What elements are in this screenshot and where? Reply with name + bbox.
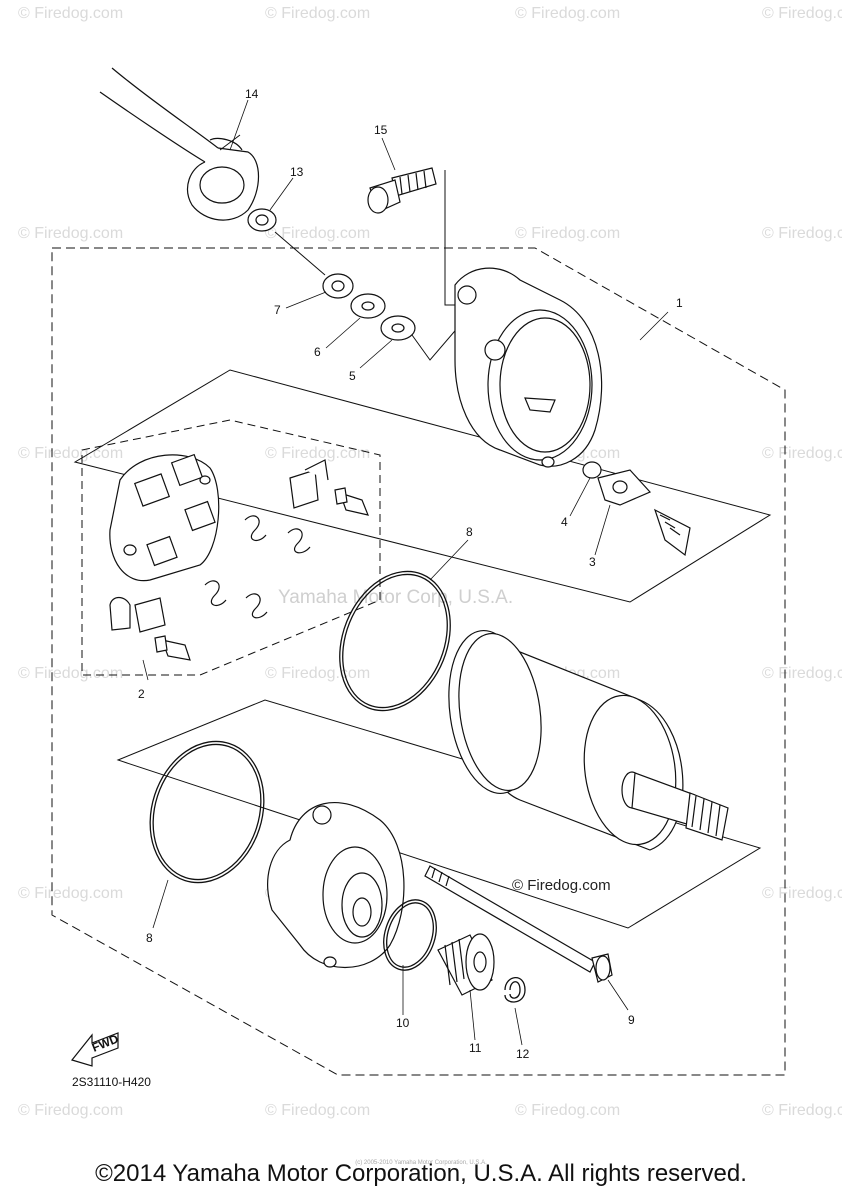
callout-14: 14 [245,87,259,101]
callout-2: 2 [138,687,145,701]
callout-4: 4 [561,515,568,529]
watermark: © Firedog.com [762,885,842,902]
callout-9: 9 [628,1013,635,1027]
assembly-outline [51,247,786,1076]
callout-13: 13 [290,165,304,179]
callout-15: 15 [374,123,388,137]
o-ring-8-upper [339,570,451,712]
nut-13 [247,208,277,232]
brush-holder [109,453,369,661]
callout-labels: 1 2 3 4 5 6 7 8 8 9 10 11 12 13 14 15 [138,87,683,1061]
starter-cable [99,67,259,221]
callouts [142,99,669,1046]
washer-6 [350,293,386,319]
nut-7 [322,273,354,299]
watermark: © Firedog.com [265,225,370,242]
watermark: © Firedog.com [515,1102,620,1119]
watermark: © Firedog.com [265,5,370,22]
o-ring-8-lower [149,740,265,884]
front-cover [267,802,405,969]
diagram-code: 2S31110-H420 [72,1075,151,1089]
watermark: © Firedog.com [18,445,123,462]
watermark: © Firedog.com [18,665,123,682]
bolt-15 [367,167,437,214]
fwd-arrow: FWD [70,1031,121,1067]
watermark: © Firedog.com [18,225,123,242]
terminal-3 [597,469,691,557]
circlip-12 [504,976,526,1003]
watermark: © Firedog.com [18,5,123,22]
callout-8-upper: 8 [466,525,473,539]
watermark: © Firedog.com [762,445,842,462]
callout-1: 1 [676,296,683,310]
washer-5 [380,315,416,341]
watermark: © Firedog.com [762,5,842,22]
copyright-footer: ©2014 Yamaha Motor Corporation, U.S.A. A… [95,1160,747,1187]
watermark: © Firedog.com [265,1102,370,1119]
watermark-center: © Firedog.com [512,877,611,894]
callout-5: 5 [349,369,356,383]
watermark: © Firedog.com [762,1102,842,1119]
callout-7: 7 [274,303,281,317]
callout-12: 12 [516,1047,530,1061]
rear-cover [454,267,603,468]
watermark: © Firedog.com [18,1102,123,1119]
pinion-gear-11 [437,933,495,996]
watermark: © Firedog.com [515,225,620,242]
callout-6: 6 [314,345,321,359]
through-bolt-9 [424,865,613,983]
watermark: © Firedog.com [18,885,123,902]
watermark: © Firedog.com [762,665,842,682]
watermark: © Firedog.com [515,5,620,22]
watermark: © Firedog.com [265,665,370,682]
callout-3: 3 [589,555,596,569]
o-ring-10 [383,899,437,971]
o-ring-4 [582,461,602,479]
yoke-armature [448,629,729,851]
callout-11: 11 [469,1041,482,1055]
fine-print: (c) 2005-2010 Yamaha Motor Corporation, … [355,1160,487,1166]
watermark: © Firedog.com [762,225,842,242]
callout-8-lower: 8 [146,931,153,945]
watermark: © Firedog.com [265,445,370,462]
center-credit: Yamaha Motor Corp, U.S.A. [278,587,513,608]
callout-10: 10 [396,1016,410,1030]
